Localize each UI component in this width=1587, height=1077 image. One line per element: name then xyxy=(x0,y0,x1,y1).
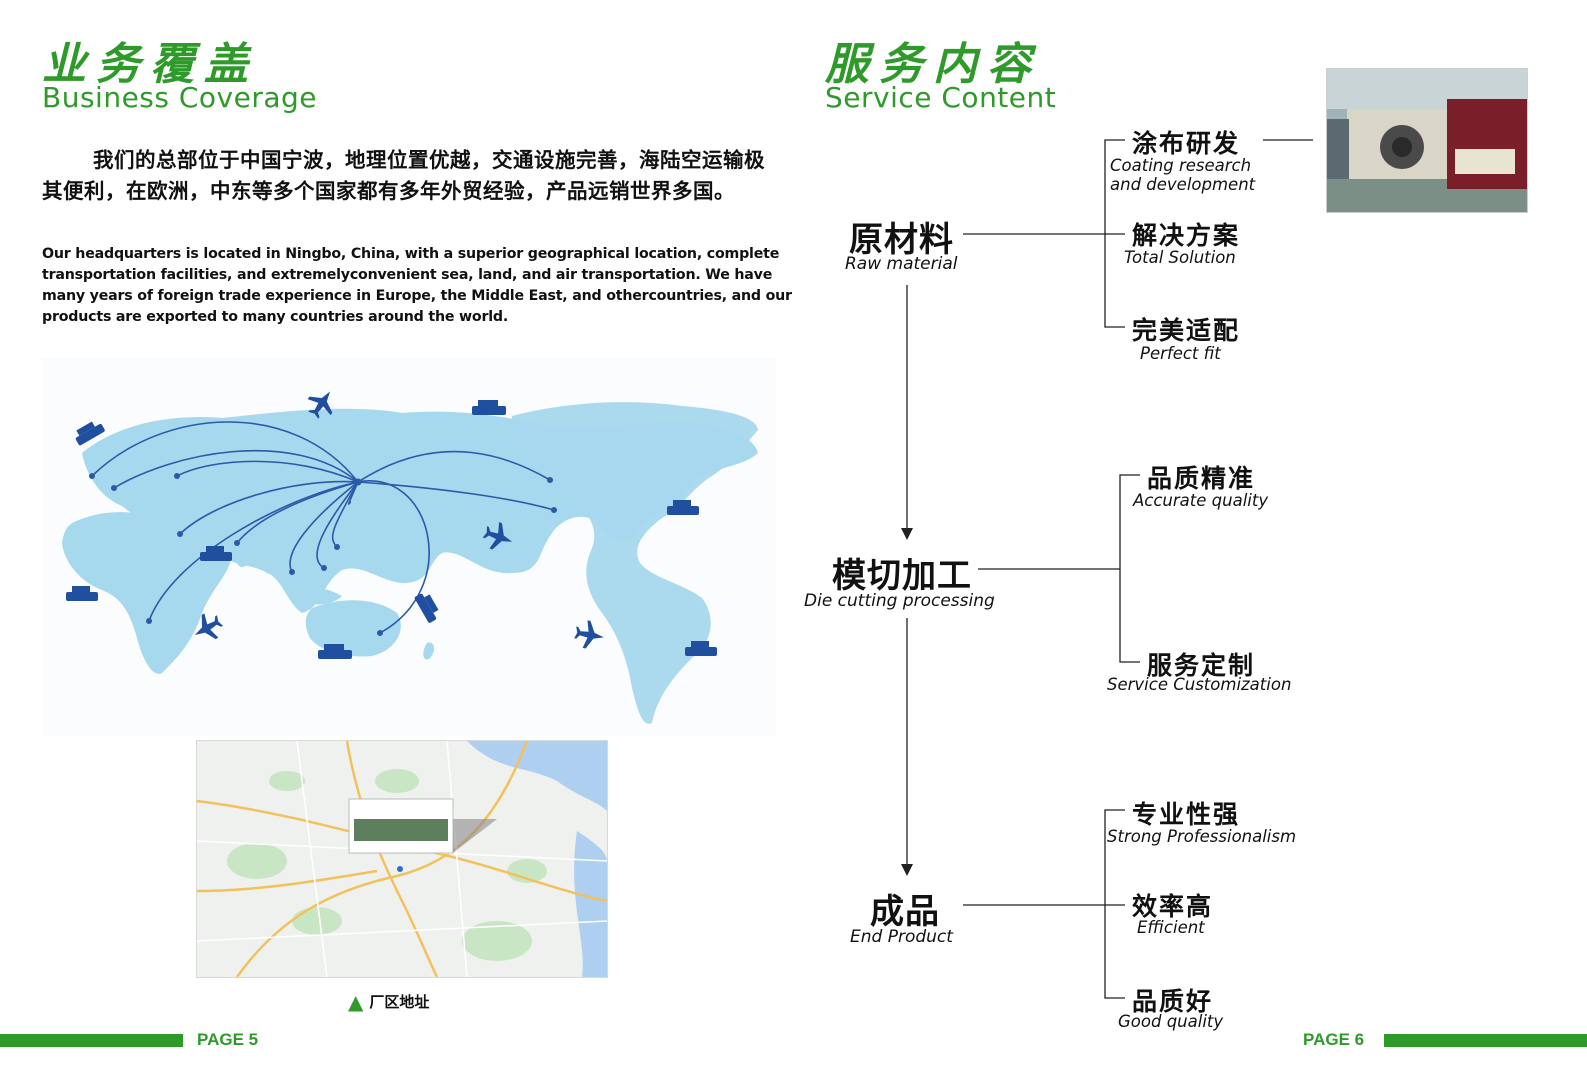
ship-icon xyxy=(66,586,98,601)
footer-bar-left xyxy=(0,1034,183,1047)
factory-location-caption: ▲ 厂区地址 xyxy=(348,990,429,1014)
leaf-coating-rnd-en: Coating research and development xyxy=(1110,156,1256,194)
caption-text: 厂区地址 xyxy=(369,993,430,1011)
stage-raw-material-cn: 原材料 xyxy=(849,220,954,260)
coating-machine-photo xyxy=(1326,68,1528,213)
page-number-left: PAGE 5 xyxy=(197,1030,259,1049)
leaf-accurate-quality-cn: 品质精准 xyxy=(1147,464,1256,493)
service-content-title-en: Service Content xyxy=(825,81,1057,114)
ship-icon xyxy=(685,641,717,656)
service-content-title-cn: 服务内容 xyxy=(825,39,1041,90)
ship-icon xyxy=(318,644,352,659)
leaf-good-quality-en: Good quality xyxy=(1118,1012,1224,1031)
leaf-efficient-en: Efficient xyxy=(1137,918,1205,937)
shipping-routes xyxy=(91,421,555,634)
leaf-efficient-cn: 效率高 xyxy=(1132,892,1214,921)
triangle-icon: ▲ xyxy=(348,990,364,1014)
intro-paragraph-en: Our headquarters is located in Ningbo, C… xyxy=(42,246,792,325)
leaf-good-quality-cn: 品质好 xyxy=(1132,987,1214,1016)
leaf-accurate-quality-en: Accurate quality xyxy=(1133,491,1269,510)
ship-icon xyxy=(472,400,506,415)
factory-location-map xyxy=(196,740,608,978)
ship-icon xyxy=(667,500,699,515)
business-coverage-title-cn: 业务覆盖 xyxy=(42,39,258,90)
leaf-total-solution-en: Total Solution xyxy=(1124,248,1236,267)
intro-paragraph-cn: 我们的总部位于中国宁波，地理位置优越，交通设施完善，海陆空运输极其便利，在欧洲，… xyxy=(42,148,765,203)
leaf-perfect-fit-en: Perfect fit xyxy=(1140,344,1221,363)
world-route-map xyxy=(42,358,776,736)
leaf-service-customization-cn: 服务定制 xyxy=(1147,651,1256,680)
page-number-right: PAGE 6 xyxy=(1303,1030,1365,1049)
route-endpoints xyxy=(89,473,557,636)
footer-bar-right xyxy=(1384,1034,1587,1047)
leaf-strong-professionalism-cn: 专业性强 xyxy=(1132,800,1241,829)
stage-raw-material-en: Raw material xyxy=(845,254,958,274)
ship-icon xyxy=(414,593,439,623)
stage-die-cutting-en: Die cutting processing xyxy=(804,591,995,611)
business-coverage-title-en: Business Coverage xyxy=(42,81,318,114)
leaf-service-customization-en: Service Customization xyxy=(1107,675,1292,694)
leaf-total-solution-cn: 解决方案 xyxy=(1132,221,1241,250)
airplane-icon xyxy=(307,391,333,419)
transport-icons xyxy=(66,391,717,659)
leaf-strong-professionalism-en: Strong Professionalism xyxy=(1107,827,1297,846)
airplane-icon xyxy=(194,613,223,640)
stage-end-product-en: End Product xyxy=(850,927,953,947)
stage-die-cutting-cn: 模切加工 xyxy=(832,556,972,596)
airplane-icon xyxy=(482,522,513,550)
leaf-perfect-fit-cn: 完美适配 xyxy=(1132,316,1241,345)
ship-icon xyxy=(200,546,232,561)
ship-icon xyxy=(75,421,105,446)
airplane-icon xyxy=(574,620,604,649)
stage-end-product-cn: 成品 xyxy=(870,892,940,932)
leaf-coating-rnd-cn: 涂布研发 xyxy=(1132,129,1241,158)
